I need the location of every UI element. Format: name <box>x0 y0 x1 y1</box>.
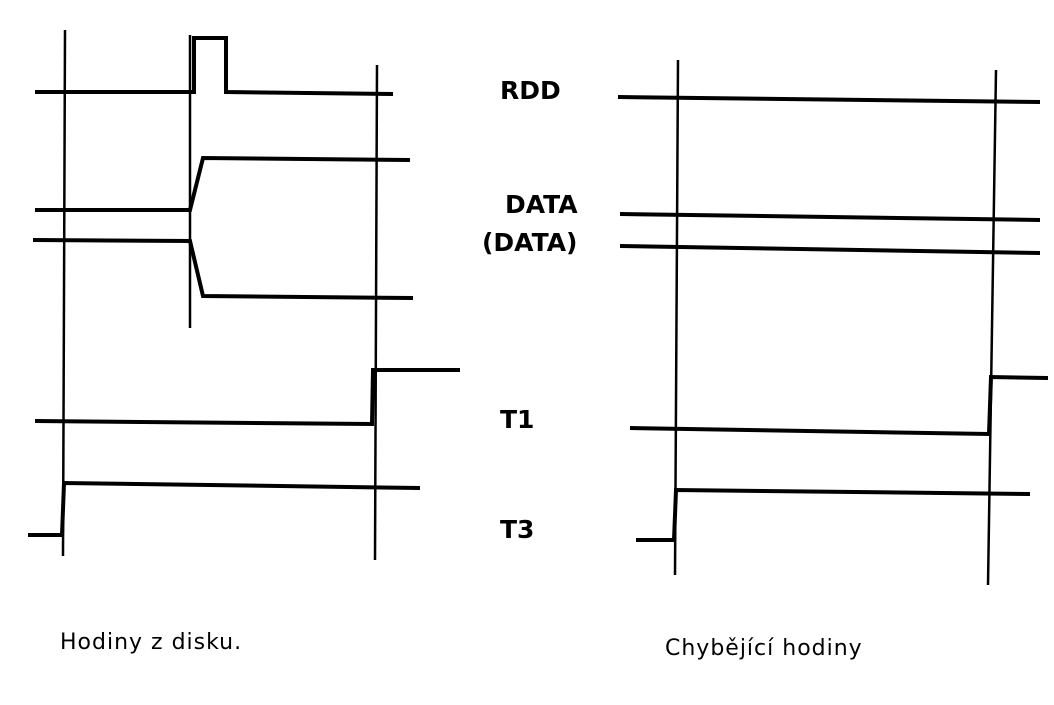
caption-left: Hodiny z disku. <box>60 630 243 655</box>
right-time-marker-end <box>986 69 998 586</box>
label-data: DATA <box>505 190 578 219</box>
label-t1: T1 <box>500 405 535 434</box>
right-rdd-wave <box>617 95 1041 104</box>
label-rdd: RDD <box>500 76 561 105</box>
caption-right: Chybějící hodiny <box>665 636 863 661</box>
left-time-marker-start <box>61 29 67 557</box>
left-t1-wave <box>34 368 460 427</box>
left-data-wave <box>35 155 411 212</box>
left-rdd-wave <box>35 36 394 96</box>
right-data-inverted-wave <box>619 244 1041 255</box>
left-data-inverted-wave <box>32 238 414 300</box>
right-t3-wave <box>636 487 1031 542</box>
label-data-inverted: (DATA) <box>482 228 578 257</box>
label-t3: T3 <box>500 515 535 544</box>
left-t3-wave <box>28 480 421 537</box>
right-data-wave <box>619 212 1041 222</box>
left-time-marker-end <box>373 64 379 561</box>
right-t1-wave <box>629 374 1049 437</box>
